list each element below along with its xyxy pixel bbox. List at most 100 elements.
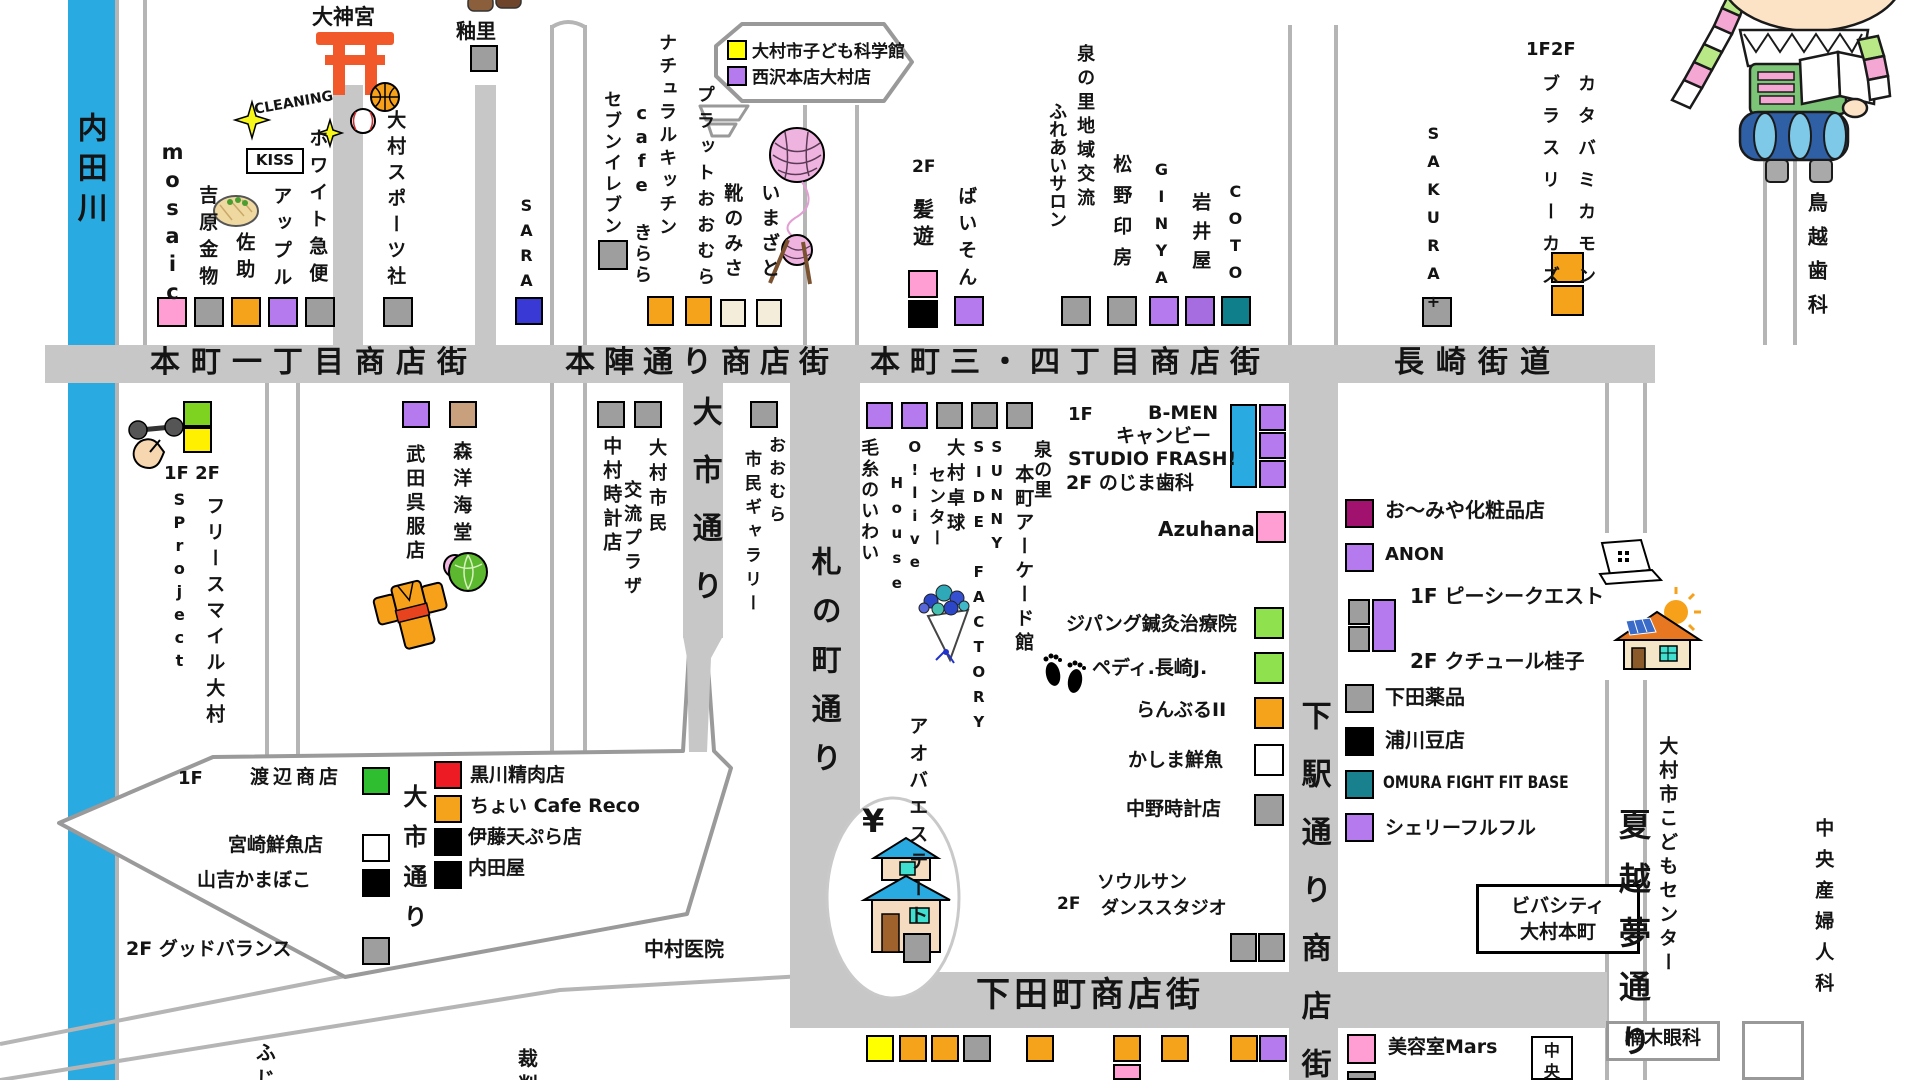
sq-bmen-p2 [1259,432,1286,459]
shop-watanabe: 渡辺商店 [250,766,343,788]
sq-sara [515,297,543,325]
daijingu-label: 大神宮 [312,5,375,29]
shop-pc-quest: 1F ピーシークエスト [1410,584,1605,608]
shop-free-smile-omura: フリースマイル大村 [203,496,226,730]
empty-box-bottom-right [1742,1021,1804,1080]
shop-coto: COTO [1225,182,1245,290]
shop-sunny-side-1: SUNNY [987,438,1006,558]
sq-jipang [1254,607,1284,639]
sq-sherry [1345,813,1374,842]
shop-sproject: SProject [169,490,189,674]
knitting-needles-icon [768,239,812,285]
street-honjin-dori: 本陣通り商店街 [565,345,838,380]
bmen-floor-1f: 1F [1068,404,1093,425]
fuji-label: ふじ [252,1042,277,1080]
shop-katabami-kamon: カタバミカモン [1575,74,1597,298]
sq-takkyu [936,402,963,429]
sq-takeda [402,401,430,428]
sq-white-kyubin [305,297,335,327]
shop-jipang-shinkyu: ジパング鍼灸治療院 [1066,613,1237,635]
sq-brow-yellow [866,1035,894,1062]
chuo-box [1531,1036,1573,1080]
shop-takkyu-center-2: センター [925,466,946,550]
solar-house-icon [1612,610,1704,670]
shop-uchidaya: 内田屋 [468,857,526,879]
street-oichi-dori-lower: 大市通り [398,784,427,944]
shop-soulsun-floor: 2F [1057,894,1081,914]
shop-choi-cafe-reco: ちょい Cafe Reco [470,795,640,817]
kusunoki-ganka: 楠木眼科 [1624,1027,1701,1049]
shop-koryu-plaza-1: 大村市民 [646,438,668,538]
shop-olive-house-2: House [887,474,906,599]
shop-nakamura-tokei: 中村時計店 [600,436,623,556]
shop-honmachi-arcade: 本町アーケード館 [1012,464,1035,656]
sq-uchidaya [434,861,462,889]
sq-fight-fit [1345,770,1374,799]
shop-apple: アップル [270,186,293,294]
shop-ito-tempura: 伊藤天ぷら店 [468,826,583,848]
shop-soulsun-2: ダンススタジオ [1101,898,1227,919]
sq-ranburu [1254,697,1284,729]
shop-yoshihara-kanamono: 吉原金物 [196,185,219,293]
sq-matsuno [1107,296,1137,326]
sq-mosaic [157,297,187,327]
sq-kamiyu-pink [908,270,938,298]
shop-iwaiya: 岩井屋 [1189,192,1212,279]
sq-brow-orange6 [1230,1035,1258,1062]
sq-yamayoshi [362,869,390,897]
sq-pratt [685,296,712,326]
yarn-ball-icon [768,127,825,285]
mascot-character [1670,0,1896,183]
shop-izuminosato-salon-2: ふれあいサロン [1046,102,1068,228]
sq-ginya [1149,296,1179,326]
sq-yoshihara [194,297,224,327]
shop-couture-keiko: 2F クチュール桂子 [1410,649,1585,673]
yen-mark: ¥ [862,802,885,840]
street-fudanomachi-dori: 札の町通り [805,546,841,791]
uchida-river [68,0,115,1080]
sparkle-icon [232,99,345,149]
laptop-icon [1598,538,1664,586]
road-shimodamachi [856,972,1607,1028]
sq-apple [268,297,298,327]
shop-studio-frash: STUDIO FRASH! [1068,448,1237,470]
shop-sherry-furufuru: シェリーフルフル [1385,817,1536,839]
footprints-icon [1043,653,1086,693]
smile-floors: 1F 2F [164,463,220,484]
sq-choi [434,795,462,823]
sq-olive [901,402,928,429]
sq-brow-orange5 [1161,1035,1189,1062]
kusunoki-box [1606,1021,1720,1061]
shop-sasuke: 佐助 [233,232,256,286]
oichi-callout-bubble [57,651,733,979]
sq-soulsun-2 [1258,933,1285,962]
sq-legend-purple [727,66,747,86]
street-natsugoe-yume-dori: 夏越夢通り [1613,808,1652,1078]
bouquet-icon [918,584,970,664]
chuo-sanfujinka: 中央産婦人科 [1812,818,1835,1004]
sq-azuhana [1256,511,1286,543]
sq-anon [1345,543,1374,572]
road-oichi-upper [683,383,723,638]
sq-smile-yellow [183,427,212,453]
sq-omura-sports [383,297,413,327]
sq-soulsun-1 [1230,933,1257,962]
street-bands [45,85,1655,1080]
sq-coto [1221,296,1251,326]
sq-pcq-g2 [1348,626,1370,652]
shop-mosaic: mosaic [160,140,185,308]
shop-imazato: いまざと [758,183,781,283]
shop-mars: 美容室Mars [1388,1036,1498,1058]
sq-shimoda-yakuhin [1345,684,1374,713]
shop-brasserie-kazu: ブラスリーカズ [1539,74,1561,298]
sq-kirara [647,296,674,326]
shop-nojima-dental: 2F のじま歯科 [1066,472,1194,494]
sq-nakano [1254,794,1284,826]
shop-sunny-side-2: SIDE FACTORY [969,438,988,738]
sq-gallery [750,401,778,428]
shop-azuhana: Azuhana [1158,517,1255,541]
shop-yamayoshi-kamaboko: 山吉かまぼこ [197,869,312,891]
sq-bmen-p3 [1259,460,1286,488]
